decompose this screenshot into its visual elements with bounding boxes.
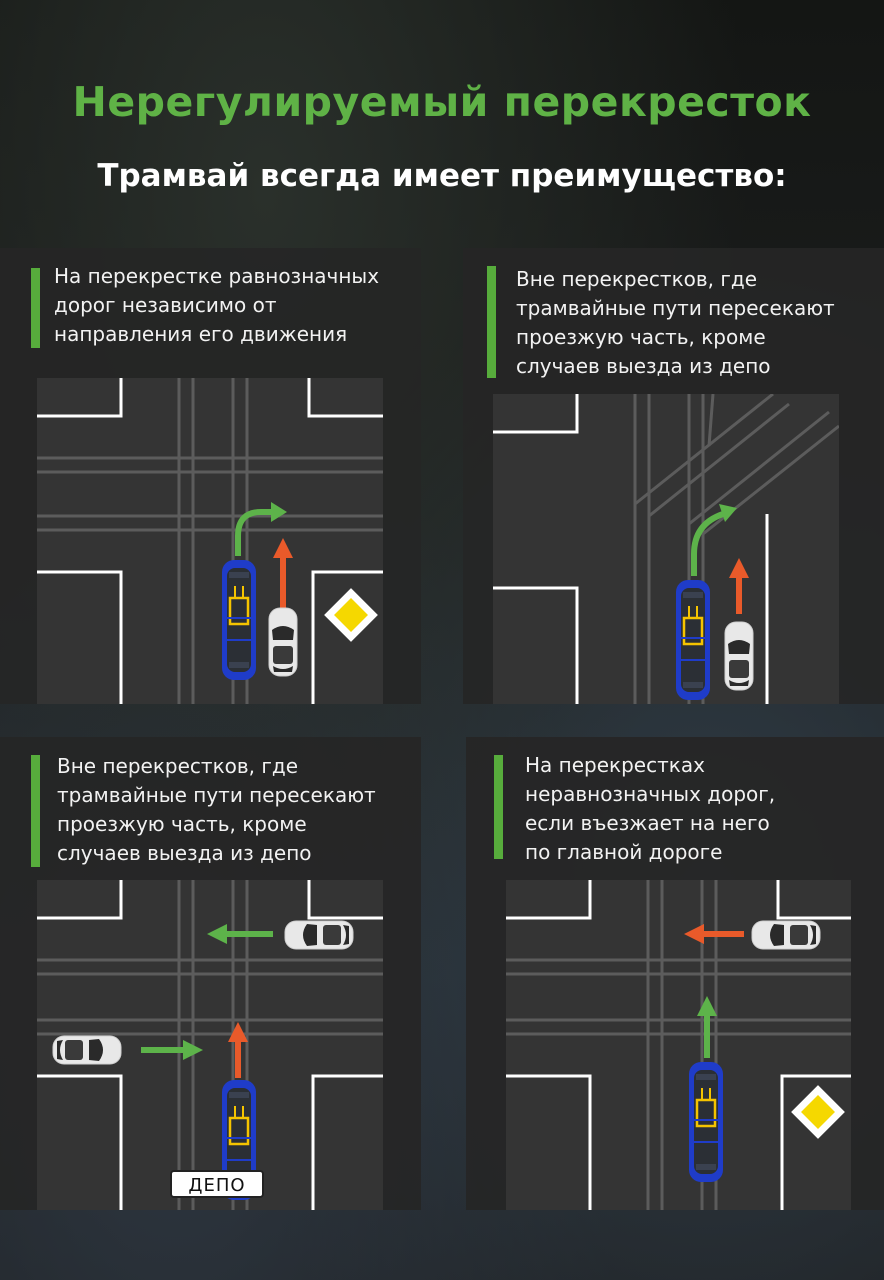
accent-bar (31, 268, 40, 348)
panel-equal-roads: На перекрестке равнозначных дорог незави… (0, 248, 421, 704)
panel-outside-intersection: Вне перекрестков, где трамвайные пути пе… (463, 248, 884, 704)
panel-depot-exit: Вне перекрестков, где трамвайные пути пе… (0, 737, 421, 1210)
depot-label: ДЕПО (170, 1170, 264, 1198)
panel-caption: Вне перекрестков, где трамвайные пути пе… (57, 754, 376, 865)
panel-caption: Вне перекрестков, где трамвайные пути пе… (516, 267, 835, 378)
page-title: Нерегулируемый перекресток (72, 78, 812, 126)
intersection-diagram-1 (37, 378, 383, 704)
panel-main-road: На перекрестках неравнозначных дорог, ес… (466, 737, 884, 1210)
accent-bar (31, 755, 40, 867)
accent-bar (487, 266, 496, 378)
crossing-diagram-2 (493, 394, 839, 704)
intersection-diagram-3 (37, 880, 383, 1210)
accent-bar (494, 755, 503, 859)
panel-caption: На перекрестке равнозначных дорог незави… (54, 264, 380, 346)
intersection-diagram-4 (506, 880, 851, 1210)
page-subtitle: Трамвай всегда имеет преимущество: (97, 158, 787, 194)
panel-caption: На перекрестках неравнозначных дорог, ес… (525, 753, 776, 864)
